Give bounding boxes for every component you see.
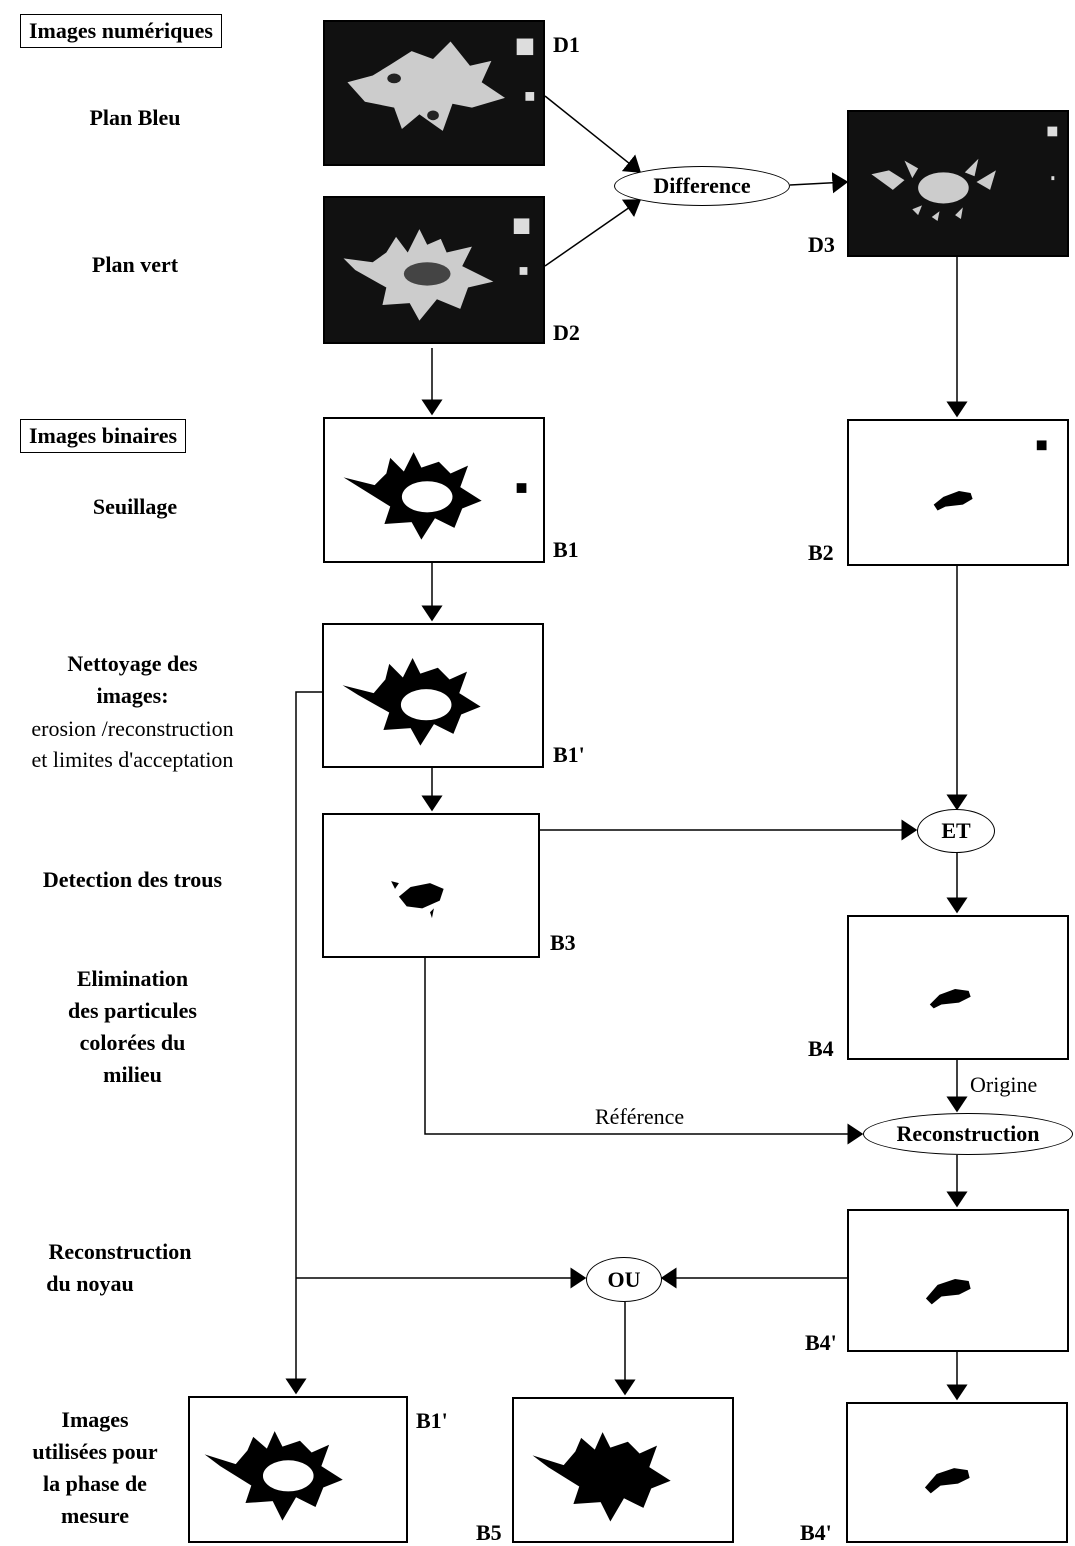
step-final-images-4: mesure <box>60 1503 130 1528</box>
label-b4: B4 <box>808 1036 834 1061</box>
label-d2: D2 <box>553 320 580 345</box>
step-threshold: Seuillage <box>92 494 178 519</box>
cell-shape-icon <box>532 1432 671 1522</box>
label-b2: B2 <box>808 540 834 565</box>
image-d2 <box>323 196 545 344</box>
operator-reconstruction: Reconstruction <box>863 1113 1073 1155</box>
cell-shape-icon <box>347 38 535 131</box>
operator-et: ET <box>917 809 995 853</box>
label-b1-prime: B1' <box>553 742 585 767</box>
label-d3: D3 <box>808 232 835 257</box>
label-b1: B1 <box>553 537 579 562</box>
step-final-images-2: utilisées pour <box>32 1439 158 1464</box>
arrow-difference-d3 <box>789 172 849 194</box>
image-final-b4-prime <box>846 1402 1068 1543</box>
arrow-d2-difference <box>544 199 642 267</box>
nucleus-shape-icon <box>929 988 971 1009</box>
label-final-b5: B5 <box>476 1520 502 1545</box>
cell-shape-icon <box>343 218 530 321</box>
label-b3: B3 <box>550 930 576 955</box>
arrow-b3-reconstruction <box>424 958 864 1145</box>
image-d3 <box>847 110 1069 257</box>
cell-shape-icon <box>204 1431 343 1521</box>
section-digital-images: Images numériques <box>20 14 222 48</box>
label-final-b4-prime: B4' <box>800 1520 832 1545</box>
step-hole-detection: Detection des trous <box>42 867 223 892</box>
edge-label-origine: Origine <box>970 1072 1038 1097</box>
cell-shape-icon <box>342 658 481 746</box>
image-final-b5 <box>512 1397 734 1543</box>
step-cleaning-detail-2: et limites d'acceptation <box>31 747 234 772</box>
step-final-images: Images <box>61 1407 129 1432</box>
image-final-b1-prime <box>188 1396 408 1543</box>
cell-shape-icon <box>343 452 527 540</box>
image-b2 <box>847 419 1069 566</box>
arrow-b1p-final <box>285 691 322 1395</box>
step-green-plane: Plan vert <box>91 252 179 277</box>
image-b4 <box>847 915 1069 1060</box>
step-nucleus-reconstruction: Reconstruction <box>48 1239 192 1264</box>
step-cleaning-title-2: images: <box>96 683 169 708</box>
step-nucleus-reconstruction-2: du noyau <box>46 1271 134 1296</box>
step-final-images-3: la phase de <box>43 1471 147 1496</box>
label-d1: D1 <box>553 32 580 57</box>
nucleus-shape-icon <box>924 1468 970 1494</box>
step-elimination: Elimination <box>76 966 189 991</box>
arrow-d1-difference <box>544 95 642 173</box>
image-b1 <box>323 417 545 563</box>
image-b3 <box>322 813 540 958</box>
step-elimination-2: des particules <box>68 998 197 1023</box>
image-d1 <box>323 20 545 166</box>
label-b4-prime: B4' <box>805 1330 837 1355</box>
nucleus-shape-icon <box>925 1279 971 1305</box>
operator-difference: Difference <box>614 166 790 206</box>
image-b1-prime <box>322 623 544 768</box>
label-final-b1-prime: B1' <box>416 1408 448 1433</box>
step-blue-plane: Plan Bleu <box>89 105 181 130</box>
step-elimination-4: milieu <box>103 1062 162 1087</box>
image-b4-prime <box>847 1209 1069 1352</box>
hole-shape-icon <box>391 881 444 919</box>
section-binary-images: Images binaires <box>20 419 187 453</box>
operator-ou: OU <box>586 1257 662 1302</box>
nucleus-shape-icon <box>933 440 1047 511</box>
edge-label-reference: Référence <box>595 1104 685 1129</box>
cell-shape-icon <box>871 126 1058 221</box>
step-cleaning-title: Nettoyage des <box>67 651 198 676</box>
step-cleaning-detail: erosion /reconstruction <box>31 716 234 741</box>
step-elimination-3: colorées du <box>79 1030 186 1055</box>
